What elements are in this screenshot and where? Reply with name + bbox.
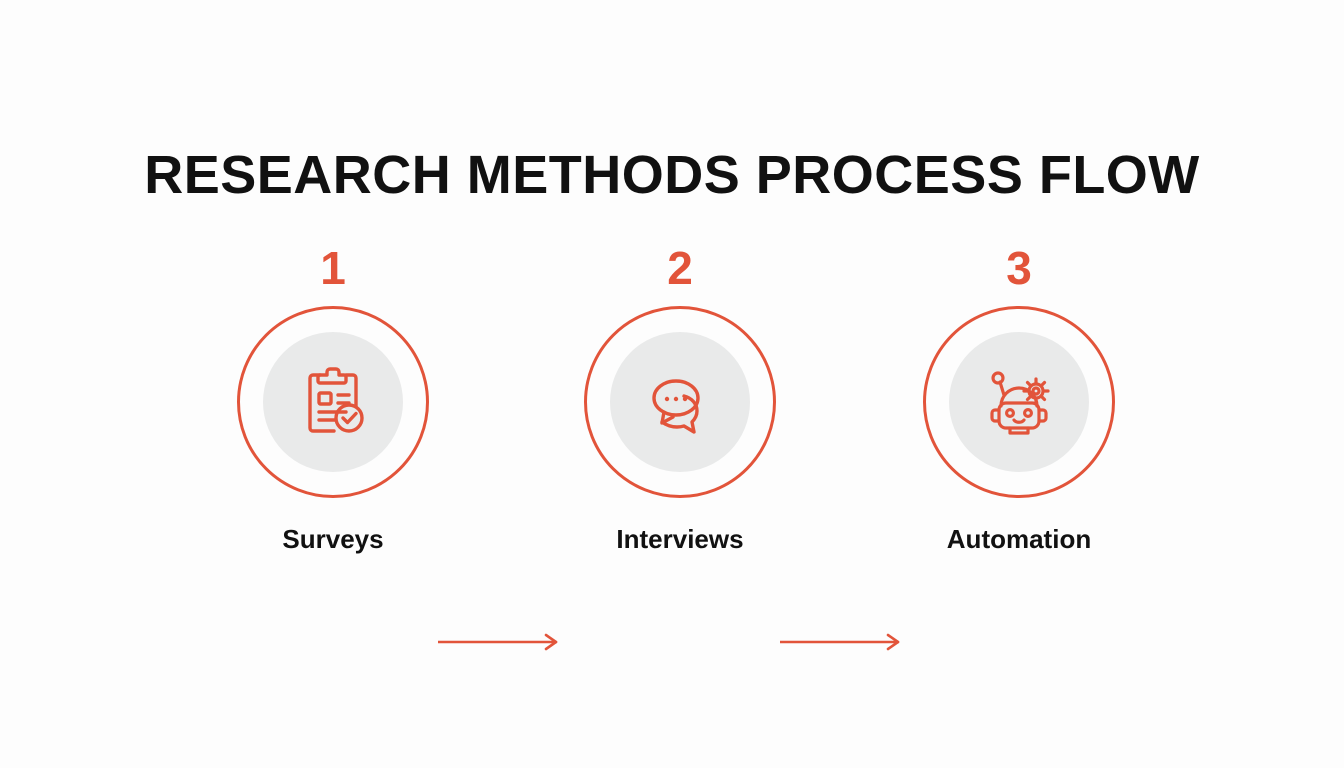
robot-gear-icon <box>979 362 1059 442</box>
page-title: RESEARCH METHODS PROCESS FLOW <box>144 145 1200 205</box>
step-3-circle <box>923 306 1115 498</box>
step-1-circle <box>237 306 429 498</box>
chat-bubbles-icon <box>640 362 720 442</box>
step-2-label: Interviews <box>616 524 744 554</box>
step-2-circle <box>584 306 776 498</box>
clipboard-check-icon <box>293 362 373 442</box>
step-1-number: 1 <box>320 242 346 294</box>
step-1-ring <box>237 306 429 498</box>
arrow-step1-to-step2 <box>438 632 563 652</box>
step-1-label: Surveys <box>282 524 384 554</box>
step-2-number: 2 <box>667 242 693 294</box>
step-3[interactable]: 3 <box>889 240 1149 580</box>
step-2[interactable]: 2 I <box>550 240 810 580</box>
process-flow: 1 <box>0 240 1344 651</box>
step-3-number: 3 <box>1006 242 1032 294</box>
step-3-ring <box>923 306 1115 498</box>
step-1-disc <box>263 332 403 472</box>
step-2-disc <box>610 332 750 472</box>
step-1[interactable]: 1 <box>203 240 463 580</box>
step-3-label: Automation <box>946 524 1092 554</box>
step-2-ring <box>584 306 776 498</box>
arrow-step2-to-step3 <box>780 632 905 652</box>
